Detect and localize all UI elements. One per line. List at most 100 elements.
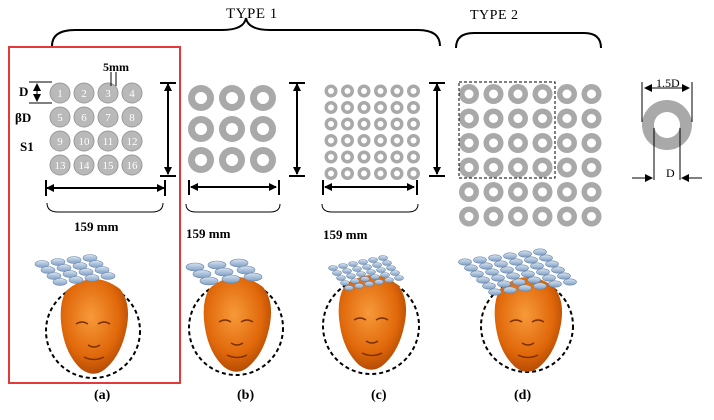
electrode-pad	[518, 250, 532, 258]
electrode-ring	[407, 134, 420, 147]
electrode-pad	[34, 260, 50, 268]
dimension-label-b: 159 mm	[186, 226, 231, 241]
electrode-pad	[332, 270, 342, 276]
electrode-pad	[368, 257, 378, 263]
electrode-pad	[521, 270, 535, 278]
electrode-number: 16	[127, 160, 139, 172]
electrode-pads-a	[34, 254, 116, 286]
electrode-pad	[386, 265, 396, 271]
electrode-number: 1	[57, 88, 63, 100]
electrode-ring	[188, 116, 214, 142]
electrode-ring	[374, 84, 387, 98]
electrode-pad	[84, 274, 100, 282]
electrode-disk: 6	[73, 106, 95, 128]
electrode-pad	[482, 282, 496, 290]
inner-diameter-label: D	[666, 166, 675, 180]
electrode-pad	[394, 275, 404, 281]
caption-b: (b)	[237, 388, 255, 403]
head-model-c	[322, 274, 420, 375]
head-model-b	[188, 276, 284, 376]
electrode-disk: 13	[49, 154, 71, 176]
electrode-disk: 15	[97, 154, 119, 176]
electrode-number: 2	[81, 88, 87, 100]
electrode-ring	[532, 84, 553, 104]
electrode-pad	[340, 280, 350, 286]
electrode-number: 11	[103, 136, 114, 148]
electrode-ring-grid-b	[188, 85, 276, 173]
electrode-ring-grid-d	[459, 84, 602, 227]
electrode-ring	[390, 167, 404, 180]
electrode-pad	[524, 256, 538, 264]
head-model-a	[45, 278, 141, 379]
electrode-disk: 5	[49, 106, 71, 128]
electrode-disk: 1	[49, 82, 71, 104]
electrode-ring	[324, 134, 338, 147]
electrode-pad	[356, 271, 366, 277]
electrode-ring	[459, 206, 479, 227]
electrode-ring	[459, 84, 479, 104]
electrode-ring	[374, 167, 387, 180]
electrode-ring	[390, 150, 404, 164]
electrode-pad	[473, 256, 487, 264]
electrode-pad	[376, 267, 386, 273]
electrode-ring	[219, 147, 245, 173]
electrode-disk: 3	[97, 82, 119, 104]
electrode-ring	[324, 101, 338, 114]
electrode-ring	[324, 167, 338, 180]
electrode-pad	[221, 274, 241, 284]
electrode-pad	[494, 260, 508, 268]
electrode-pad	[342, 268, 352, 274]
electrode-ring	[341, 134, 354, 147]
electrode-ring	[357, 101, 371, 114]
electrode-number: 15	[103, 160, 115, 172]
electrode-number: 9	[57, 136, 63, 148]
electrode-pad	[100, 272, 116, 280]
electrode-pad	[548, 280, 562, 288]
electrode-pad	[366, 269, 376, 275]
electrode-ring	[581, 108, 602, 129]
electrode-number: 5	[57, 112, 63, 124]
electrode-ring	[557, 84, 577, 104]
electrode-pad	[229, 258, 249, 268]
electrode-ring	[508, 206, 528, 227]
electrode-pad	[479, 262, 493, 270]
electrode-ring	[557, 133, 577, 153]
dimension-label-a: 159 mm	[74, 219, 119, 234]
electrode-ring	[357, 84, 371, 98]
electrode-pad	[336, 275, 346, 281]
electrode-pad	[527, 276, 541, 284]
electrode-pad	[52, 278, 68, 286]
electrode-pad	[338, 263, 348, 269]
electrode-pad	[214, 267, 234, 277]
electrode-pad	[185, 262, 205, 272]
dimension-marks-a	[29, 72, 166, 213]
ring-detail	[632, 82, 702, 182]
electrode-disk: 2	[73, 82, 95, 104]
electrode-ring	[581, 182, 602, 202]
electrode-ring	[374, 101, 387, 114]
electrode-pad	[370, 274, 380, 280]
electrode-ring	[581, 84, 602, 104]
electrode-ring	[483, 157, 504, 178]
electrode-pad	[346, 273, 356, 279]
electrode-pad	[88, 260, 104, 268]
electrode-ring	[324, 150, 338, 164]
electrode-pad	[382, 260, 392, 266]
electrode-number: 3	[105, 88, 111, 100]
electrode-ring	[390, 117, 404, 131]
electrode-ring	[407, 84, 420, 98]
electrode-ring	[390, 84, 404, 98]
electrode-ring	[250, 85, 276, 111]
electrode-ring	[557, 206, 577, 227]
electrode-ring	[188, 85, 214, 111]
electrode-ring	[324, 84, 338, 98]
highlight-box-a	[8, 46, 181, 384]
electrode-pad	[530, 262, 544, 270]
electrode-pad	[46, 272, 62, 280]
electrode-pad	[72, 262, 88, 270]
s1-label: S1	[20, 139, 34, 154]
electrode-ring	[357, 134, 371, 147]
electrode-ring	[341, 150, 354, 164]
